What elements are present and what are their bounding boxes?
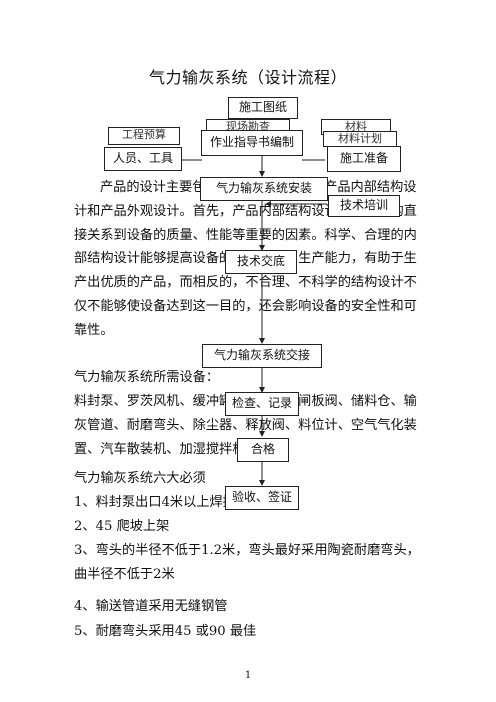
construction-prep-box: 施工准备 [327, 146, 401, 172]
qualified-box: 合格 [237, 438, 289, 462]
intro-paragraph: 产品的设计主要包括产品的结构设计：产品内部结构设计和产品外观设计。首先，产品内部… [74, 180, 417, 338]
list-item: 2、45 爬坡上架 [74, 519, 170, 534]
tech-briefing-box: 技术交底 [225, 250, 297, 274]
material-plan-box: 材料计划 [323, 131, 397, 147]
page-number: 1 [244, 670, 252, 681]
drawings-box: 施工图纸 [228, 97, 298, 119]
list-item: 1、料封泵出口4米以上焊接直管 [74, 495, 263, 510]
personnel-box: 人员、工具 [104, 147, 182, 171]
list-item: 5、耐磨弯头采用45 或90 最佳 [74, 624, 257, 639]
page-title: 气力输灰系统（设计流程） [148, 68, 347, 87]
tech-training-box: 技术培训 [328, 195, 400, 217]
handover-box: 气力输灰系统交接 [202, 344, 322, 368]
work-guide-box: 作业指导书编制 [201, 130, 303, 156]
inspection-box: 检查、记录 [225, 392, 299, 416]
budget-box: 工程预算 [108, 127, 180, 145]
must-heading: 气力输灰系统六大必须 [74, 471, 206, 486]
equipment-heading: 气力输灰系统所需设备： [74, 370, 220, 385]
install-box: 气力输灰系统安装 [200, 177, 328, 201]
list-item: 3、弯头的半径不低于1.2米，弯头最好采用陶瓷耐磨弯头，曲半径不低于2米 [74, 543, 420, 582]
list-item: 4、输送管道采用无缝钢管 [74, 599, 228, 614]
acceptance-box: 验收、签证 [225, 486, 299, 510]
